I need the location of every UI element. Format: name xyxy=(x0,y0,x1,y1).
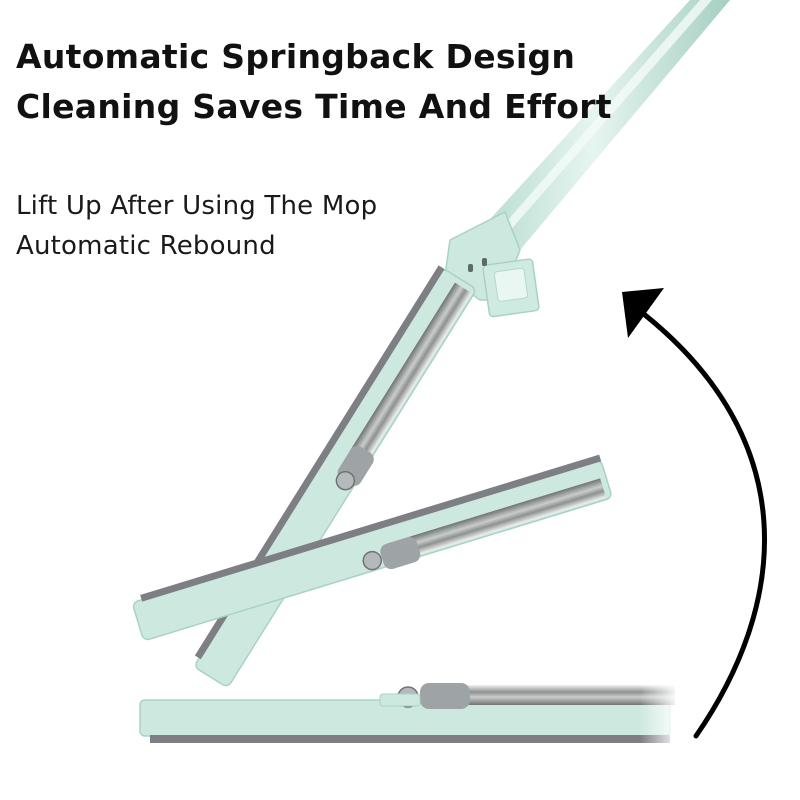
subheadline-line-1: Lift Up After Using The Mop xyxy=(16,191,378,221)
hinge-connector xyxy=(444,210,540,318)
subheadline: Lift Up After Using The Mop Automatic Re… xyxy=(16,186,377,266)
subheadline-line-2: Automatic Rebound xyxy=(16,231,276,261)
headline-line-2: Cleaning Saves Time And Effort xyxy=(16,87,612,126)
headline-line-1: Automatic Springback Design xyxy=(16,37,576,76)
mop-handle xyxy=(482,0,730,250)
headline: Automatic Springback Design Cleaning Sav… xyxy=(16,32,612,132)
mop-head-raised xyxy=(194,265,476,687)
curved-arrow-up-left-icon xyxy=(622,288,767,739)
